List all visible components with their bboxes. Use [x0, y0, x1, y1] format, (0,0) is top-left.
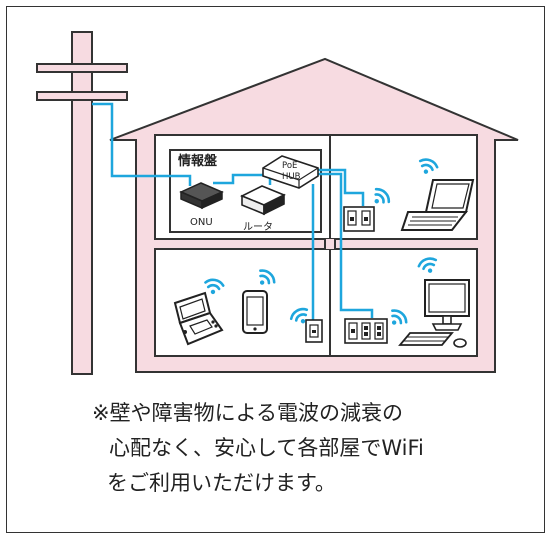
network-cables — [92, 102, 374, 320]
router-label: ルータ — [243, 221, 273, 233]
access-point-icon — [344, 318, 388, 344]
smartphone-icon — [242, 290, 268, 334]
desktop-pc-icon — [398, 279, 470, 348]
poe-hub-icon — [262, 155, 319, 189]
access-point-icon — [305, 319, 323, 343]
hub-label-line2: HUB — [282, 172, 301, 182]
caption-line-3: をご利用いただけます。 — [107, 471, 336, 495]
hub-label-line1: PoE — [282, 161, 297, 171]
caption-line-1: ※壁や障害物による電波の減衰の — [92, 401, 403, 425]
laptop-icon — [400, 179, 475, 231]
onu-label: ONU — [190, 217, 213, 228]
access-point-icon — [343, 206, 375, 232]
game-console-icon — [173, 291, 224, 346]
panel-label: 情報盤 — [178, 153, 218, 169]
caption-line-2: 心配なく、安心して各部屋でWiFi — [109, 436, 424, 460]
utility-pole-icon — [36, 31, 128, 375]
onu-device-icon — [179, 182, 224, 210]
router-icon — [240, 185, 286, 216]
caption: ※壁や障害物による電波の減衰の 心配なく、安心して各部屋でWiFi をご利用いた… — [0, 396, 554, 501]
